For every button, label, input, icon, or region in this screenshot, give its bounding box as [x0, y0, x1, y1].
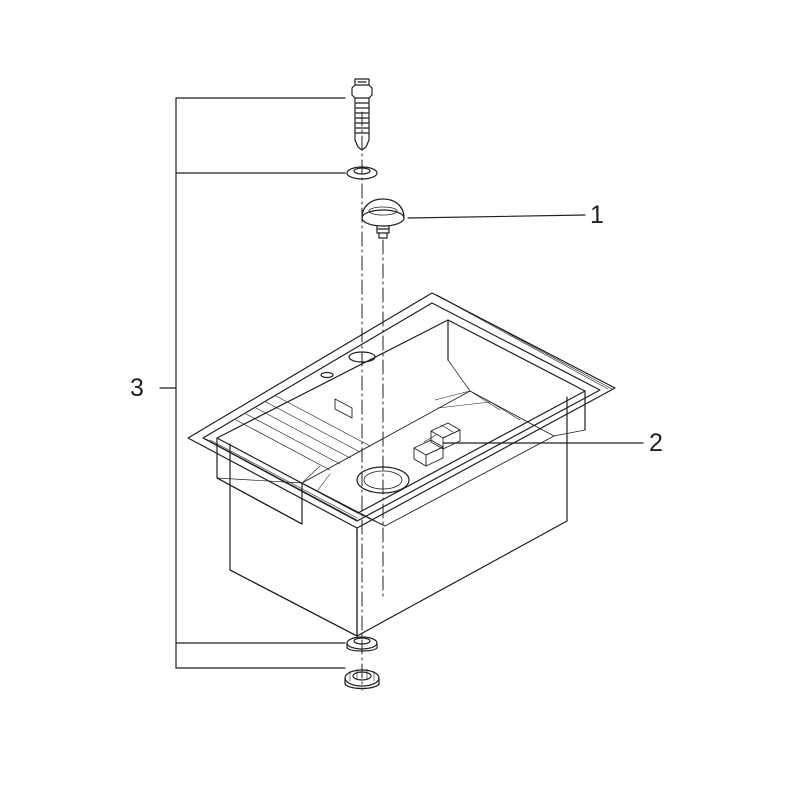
part-strainer-cap — [361, 198, 405, 239]
part-sink-body — [187, 292, 616, 637]
part-lock-nut — [344, 668, 380, 690]
callout-label-2: 2 — [649, 429, 663, 457]
part-washer-ring — [346, 166, 378, 180]
part-lower-washer — [346, 636, 378, 652]
part-mounting-clip — [413, 422, 461, 467]
bracket-3 — [159, 97, 346, 669]
leader-line-1 — [407, 214, 586, 219]
callout-label-3: 3 — [130, 374, 144, 402]
part-screw — [351, 78, 373, 151]
callout-label-1: 1 — [590, 201, 604, 229]
